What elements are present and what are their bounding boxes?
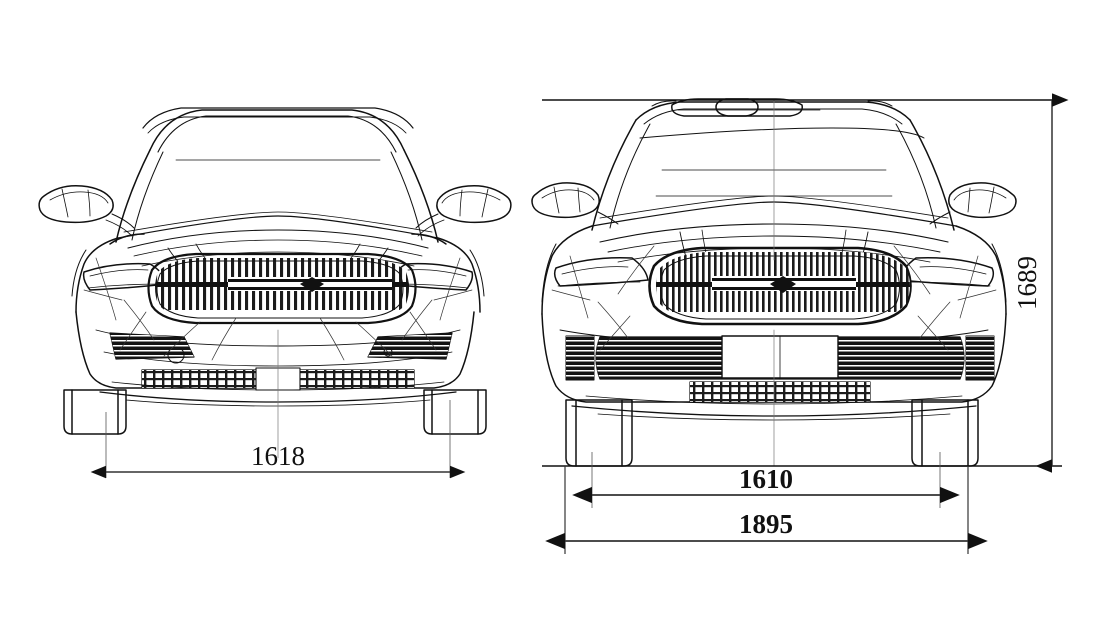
dimension-suv-track-width: 1610 <box>572 452 960 508</box>
sedan-wireframe-lines <box>83 257 473 361</box>
suv-left-mirror <box>531 182 619 225</box>
suv-roof <box>635 101 925 139</box>
suv-left-headlight <box>553 256 649 287</box>
sedan-right-mirror <box>415 184 512 237</box>
suv-front-view <box>531 98 1017 467</box>
dimension-value-1618: 1618 <box>251 441 305 471</box>
dimension-suv-overall-width: 1895 <box>545 466 988 554</box>
dimension-value-1895: 1895 <box>739 509 793 539</box>
sedan-grille <box>147 252 417 325</box>
sedan-left-mirror <box>38 184 135 237</box>
sedan-windshield <box>115 149 439 243</box>
dimension-value-1610: 1610 <box>739 464 793 494</box>
suv-grille <box>648 246 912 326</box>
suv-front-tires <box>565 399 979 467</box>
suv-right-mirror <box>929 182 1017 225</box>
dimension-sedan-track-width: 1618 <box>90 400 466 479</box>
dimension-suv-overall-height: 1689 <box>1012 93 1069 473</box>
suv-wireframe-lines <box>551 245 997 351</box>
sedan-front-view <box>38 107 512 459</box>
sedan-lower-bumper <box>75 311 475 407</box>
sedan-front-tires <box>63 389 487 435</box>
sedan-roof <box>142 107 414 153</box>
suv-height-reference-lines <box>542 99 1062 467</box>
dimension-value-1689: 1689 <box>1012 256 1042 310</box>
